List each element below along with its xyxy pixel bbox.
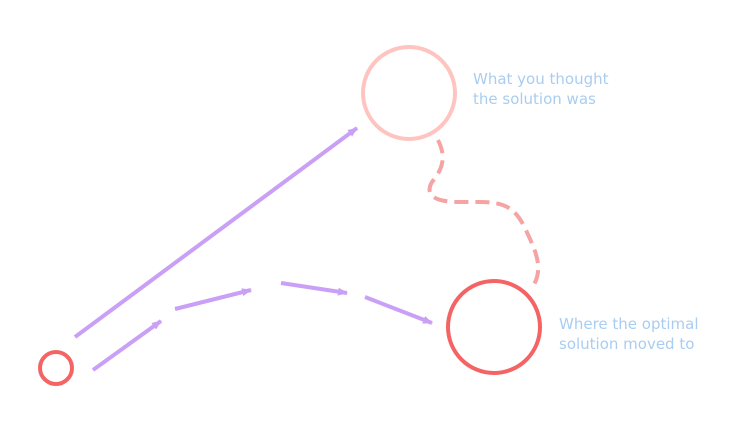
optimal-solution-label-line1: Where the optimal	[559, 315, 699, 333]
optimal-solution-label: Where the optimal solution moved to	[559, 314, 699, 354]
thought-solution-label: What you thought the solution was	[473, 69, 609, 109]
start-point-circle	[38, 350, 74, 386]
thought-solution-label-line1: What you thought	[473, 70, 609, 88]
solution-drift-line	[427, 139, 541, 290]
actual-path-segment	[280, 281, 348, 296]
thought-solution-label-line2: the solution was	[473, 90, 596, 108]
optimal-solution-label-line2: solution moved to	[559, 335, 695, 353]
thought-solution-circle	[361, 45, 457, 141]
optimal-solution-circle	[446, 279, 542, 375]
actual-path-segment	[91, 319, 163, 372]
actual-path-segment	[364, 295, 433, 325]
expected-path-arrow	[73, 126, 359, 339]
actual-path-segment	[174, 288, 252, 311]
